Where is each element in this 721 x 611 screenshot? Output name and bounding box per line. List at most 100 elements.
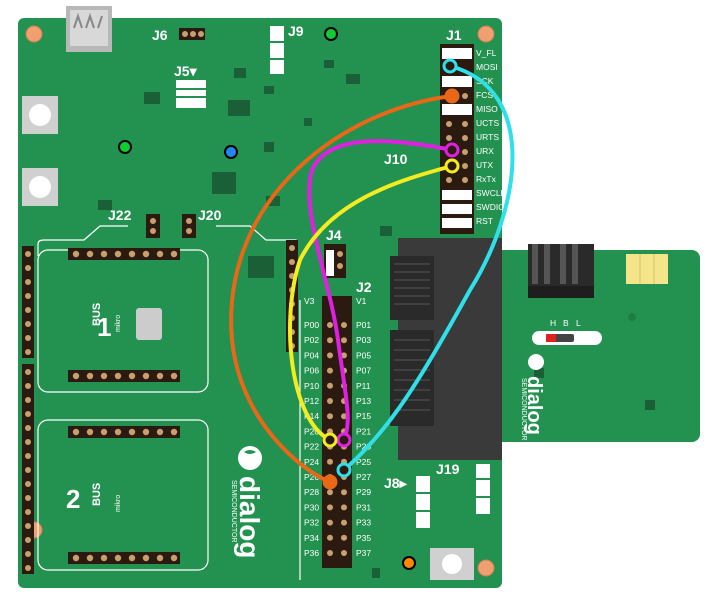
led-green-top — [324, 27, 338, 41]
j1-pin-labels: V_FLMOSISCKFCSMISOUCTSURTSURXUTXRxTxSWCL… — [476, 48, 507, 226]
mikrobus-pin — [25, 251, 31, 257]
mikrobus-1-number: 1 — [97, 312, 111, 342]
dialog-logo-text: dialog — [234, 476, 265, 558]
j20-header[interactable] — [182, 214, 196, 238]
j1-pin-label: MOSI — [476, 62, 498, 72]
j2-left-label: P12 — [304, 396, 319, 406]
label-j5: J5▾ — [174, 63, 198, 79]
mikrobus-pin — [156, 372, 164, 380]
mikrobus-pin — [128, 428, 136, 436]
label-j9: J9 — [288, 23, 304, 39]
j2-pin — [327, 398, 333, 404]
j1-pin-label: SCK — [476, 76, 494, 86]
j2-left-label: P00 — [304, 320, 319, 330]
mikrobus-pin — [25, 293, 31, 299]
j19-header[interactable] — [476, 464, 490, 514]
j2-right-label: P23 — [356, 442, 371, 452]
mikrobus-pin — [114, 428, 122, 436]
j1-pin-label: FCS — [476, 90, 493, 100]
mikrobus-pin — [128, 250, 136, 258]
label-j19: J19 — [436, 461, 460, 477]
mikrobus-pin — [170, 554, 178, 562]
j1-pin-label: UTX — [476, 160, 493, 170]
j2-left-label: P36 — [304, 548, 319, 558]
label-v1: V1 — [356, 296, 367, 306]
mikrobus-pin — [156, 428, 164, 436]
j2-pin — [341, 534, 347, 541]
push-button-bottom[interactable] — [430, 548, 474, 580]
mikrobus-pin — [25, 321, 31, 327]
j2-header[interactable] — [322, 296, 352, 568]
j2-left-label: P14 — [304, 411, 319, 421]
j2-left-label: P26 — [304, 472, 319, 482]
mikrobus-1-brand: mikro — [115, 315, 122, 332]
label-j22: J22 — [108, 207, 132, 223]
mikrobus-1-label: 1 BUS mikro — [91, 303, 122, 342]
j2-right-label: P29 — [356, 487, 371, 497]
j2-left-label: P10 — [304, 381, 319, 391]
mikrobus-pin — [289, 259, 295, 265]
j2-pin — [327, 489, 333, 496]
led-green-left — [118, 140, 132, 154]
mikrobus-pin — [25, 307, 31, 313]
mikrobus-pin — [25, 439, 31, 445]
mikrobus-pin — [25, 369, 31, 375]
mikrobus-pin — [100, 554, 108, 562]
mikrobus-pin — [25, 537, 31, 543]
j6-header[interactable] — [179, 28, 205, 40]
mikrobus-pin — [25, 551, 31, 557]
j2-pin — [327, 550, 333, 556]
module-logo-text: dialog — [523, 376, 545, 435]
reset-button-left-top[interactable] — [22, 96, 58, 134]
j2-pin — [327, 413, 333, 420]
j1-pin-label: V_FL — [476, 48, 497, 58]
j2-pin — [341, 504, 347, 511]
wire-orange — [229, 94, 454, 484]
j2-pin — [341, 489, 347, 496]
switch-label-b: B — [563, 318, 569, 328]
j1-header[interactable] — [440, 44, 474, 234]
j2-pin — [327, 322, 333, 328]
mikrobus-pin — [100, 250, 108, 258]
label-j8: J8▸ — [384, 475, 408, 491]
mikrobus-2-outline — [37, 419, 209, 571]
module-connector-lines — [394, 263, 430, 411]
mikrobus-pin — [25, 509, 31, 515]
label-j10: J10 — [384, 151, 408, 167]
j22-header[interactable] — [146, 214, 160, 238]
j4-header[interactable] — [324, 244, 346, 278]
j1-pin-label: SWDIO — [476, 202, 505, 212]
j2-pin — [327, 534, 333, 541]
wire-yellow — [288, 164, 454, 442]
j2-pin — [327, 352, 333, 359]
mikrobus-pin — [142, 250, 150, 258]
wire-ends — [322, 58, 460, 490]
mikrobus-pin — [142, 554, 150, 562]
j1-pin-label: URTS — [476, 132, 499, 142]
j2-pin — [341, 413, 347, 420]
j2-right-label: P37 — [356, 548, 371, 558]
j2-left-label: P24 — [304, 457, 319, 467]
mikrobus-pin — [72, 250, 80, 258]
j2-pin — [327, 519, 333, 526]
mikrobus-pin — [25, 453, 31, 459]
reset-button-left-bottom[interactable] — [22, 168, 58, 206]
mikrobus-pin — [25, 349, 31, 355]
mikrobus-pin — [86, 250, 94, 258]
j2-pin — [341, 550, 347, 556]
j2-pin — [327, 458, 333, 465]
module-logo-sub: SEMICONDUCTOR — [520, 378, 527, 440]
j1-pin-label: SWCLK — [476, 188, 507, 198]
j8-header[interactable] — [416, 476, 430, 528]
wire-cyan — [342, 64, 515, 472]
hbl-switch[interactable] — [532, 331, 602, 345]
j5-header[interactable] — [176, 80, 206, 108]
j2-right-label: P11 — [356, 381, 371, 391]
mikrobus-pin — [142, 372, 150, 380]
mikrobus-pin — [114, 250, 122, 258]
mikrobus-pin — [156, 250, 164, 258]
dialog-logo-main: dialog SEMICONDUCTOR — [230, 446, 265, 558]
j9-header[interactable] — [270, 26, 284, 74]
j2-right-label: P25 — [356, 457, 371, 467]
mikrobus-pin — [25, 565, 31, 571]
